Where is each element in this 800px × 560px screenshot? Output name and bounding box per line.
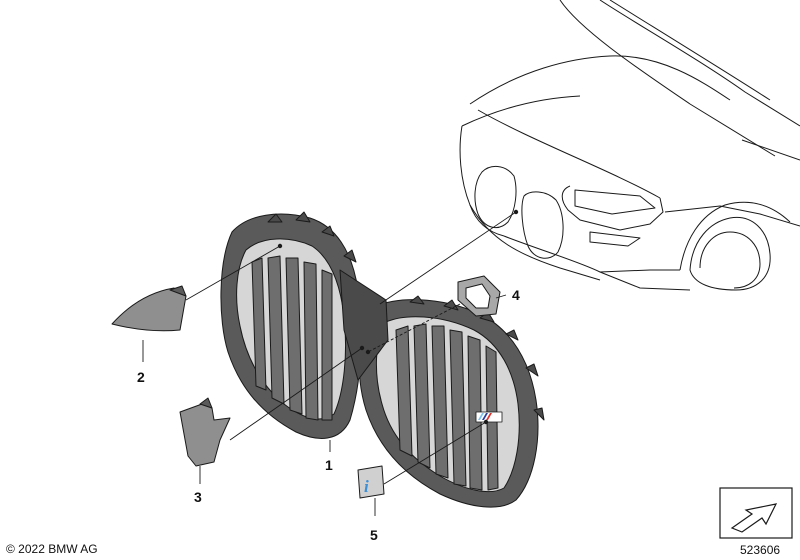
callout-2: 2 xyxy=(137,369,145,385)
badge-part-5 xyxy=(357,465,385,499)
badge-letter: i xyxy=(364,477,369,496)
callout-4: 4 xyxy=(512,287,520,303)
trim-part-3 xyxy=(179,397,231,467)
kidney-grille-part xyxy=(220,211,545,508)
callout-1: 1 xyxy=(325,457,333,473)
document-number: 523606 xyxy=(740,543,781,557)
leader-dots xyxy=(277,209,519,425)
leader-lines xyxy=(142,211,517,516)
bracket-part-4 xyxy=(457,275,501,317)
copyright-notice: © 2022 BMW AG xyxy=(6,542,98,556)
document-arrow-icon xyxy=(719,487,793,539)
car-outline xyxy=(459,0,800,291)
callout-3: 3 xyxy=(194,489,202,505)
callout-5: 5 xyxy=(370,527,378,543)
trim-cover-part-2 xyxy=(111,285,187,332)
